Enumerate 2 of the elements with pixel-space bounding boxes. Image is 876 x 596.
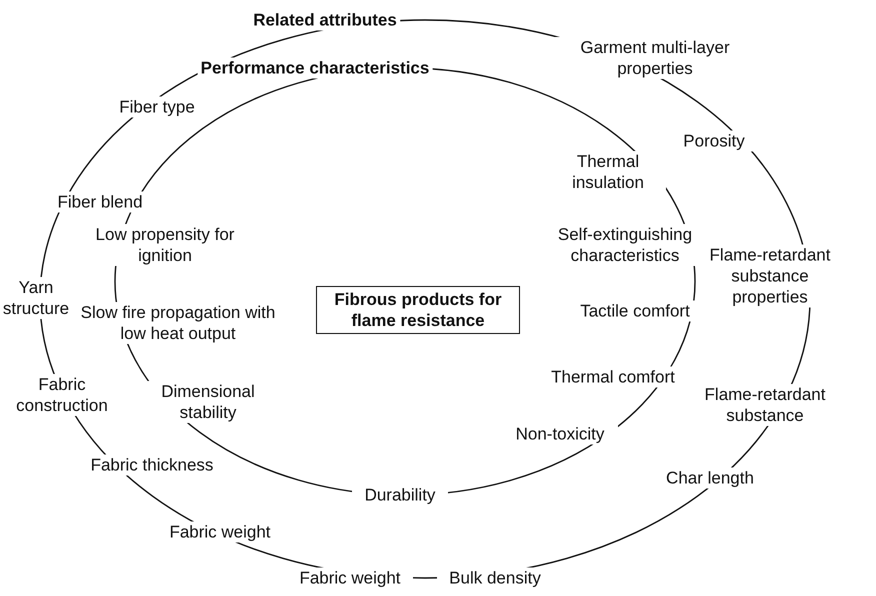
ring-title: Performance characteristics: [198, 58, 432, 78]
center-box: Fibrous products for flame resistance: [316, 286, 520, 334]
